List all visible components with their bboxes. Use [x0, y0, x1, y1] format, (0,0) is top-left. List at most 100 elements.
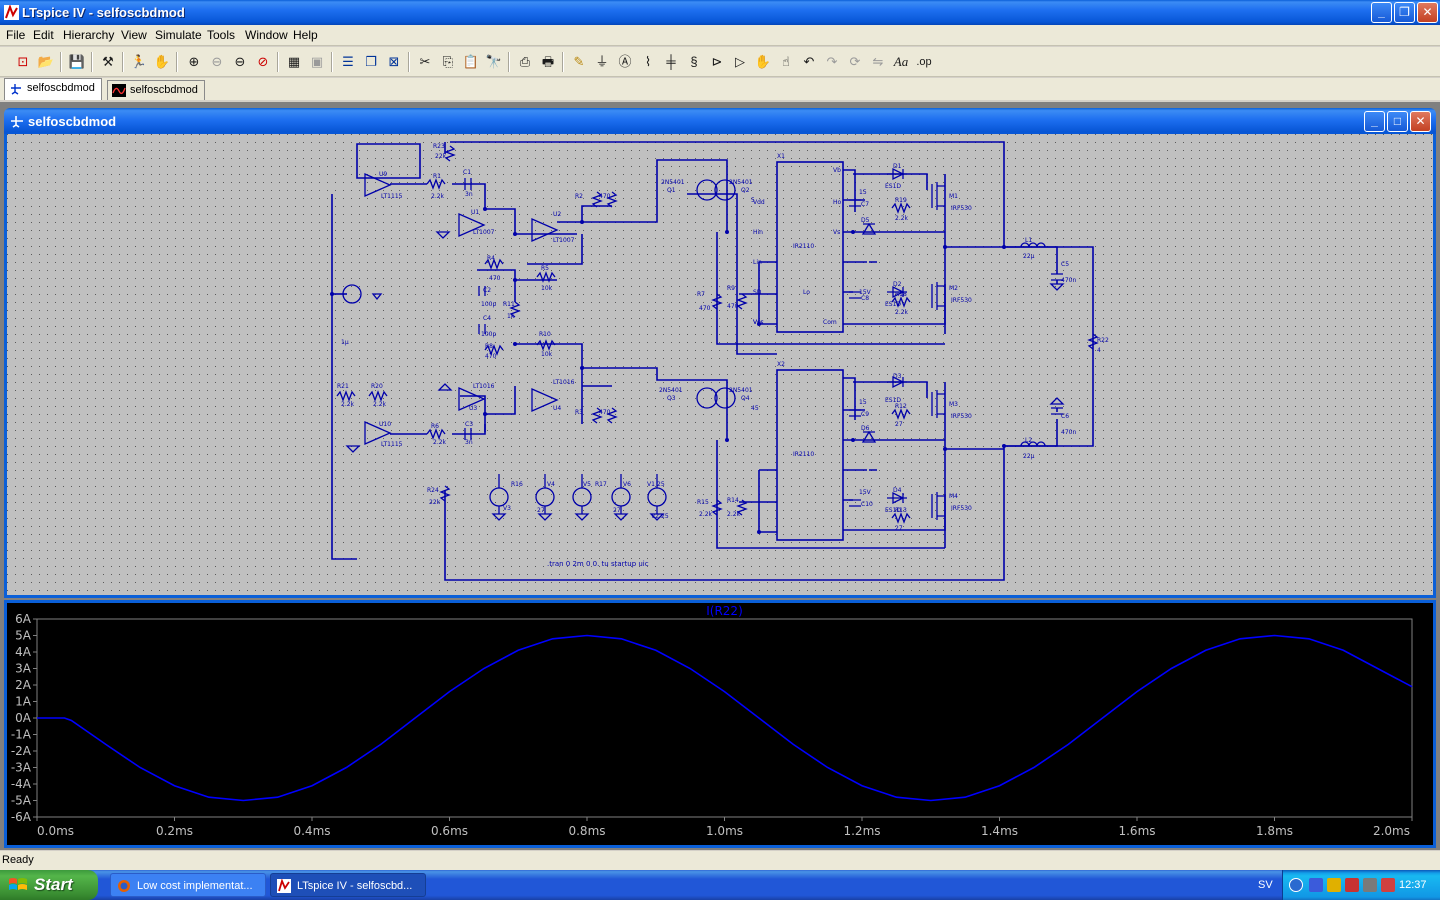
- menu-simulate[interactable]: Simulate: [155, 28, 202, 42]
- zoom-cancel-icon[interactable]: ⊘: [257, 54, 269, 69]
- label-net-icon[interactable]: Ⓐ: [618, 54, 632, 69]
- schematic-label: R23: [433, 143, 445, 150]
- control-panel-icon[interactable]: ⚒: [102, 54, 114, 69]
- clock: 12:37: [1399, 879, 1427, 891]
- inductor-icon[interactable]: §: [690, 54, 698, 69]
- taskbar-item-firefox[interactable]: Low cost implementat...: [110, 873, 266, 897]
- menu-tools[interactable]: Tools: [207, 28, 236, 42]
- menu-hierarchy[interactable]: Hierarchy: [63, 28, 115, 42]
- schematic-drawing[interactable]: X1X2IR2110IR2110VbHoVsVddHinLinVccLoSDVs…: [7, 134, 1433, 595]
- zoom-in-icon[interactable]: ⊕: [188, 54, 200, 69]
- run-icon[interactable]: 🏃: [130, 54, 148, 69]
- tab-waveform[interactable]: selfoscbdmod: [107, 80, 205, 100]
- new-schematic-icon[interactable]: ⊡: [17, 54, 29, 69]
- close-button[interactable]: ✕: [1417, 2, 1438, 23]
- schematic-label: 2N5401: [729, 387, 753, 394]
- child-minimize-button[interactable]: _: [1364, 111, 1385, 132]
- child-maximize-button[interactable]: □: [1387, 111, 1408, 132]
- waveform-chart[interactable]: I(R22)6A5A4A3A2A1A0A-1A-2A-3A-4A-5A-6A0.…: [7, 603, 1433, 845]
- schematic-label: 2.2k: [895, 215, 909, 222]
- halt-icon[interactable]: ✋: [153, 54, 171, 69]
- volume-icon[interactable]: [1381, 878, 1395, 892]
- window-titlebar[interactable]: LTspice IV - selfoscbdmod _ ❐ ✕: [0, 0, 1440, 25]
- zoom-out-small-icon[interactable]: ⊖: [211, 54, 223, 69]
- menu-edit[interactable]: Edit: [33, 28, 54, 42]
- menu-file[interactable]: File: [6, 28, 26, 42]
- capacitor-icon[interactable]: ╪: [666, 54, 676, 69]
- schematic-label: 2.2k: [431, 193, 445, 200]
- open-icon[interactable]: 📂: [37, 54, 55, 69]
- restore-button[interactable]: ❐: [1394, 2, 1415, 23]
- start-button[interactable]: Start: [0, 870, 98, 900]
- undo-icon[interactable]: ↶: [803, 54, 815, 69]
- cut-icon[interactable]: ✂: [419, 54, 431, 69]
- tab-schematic[interactable]: selfoscbdmod: [4, 78, 102, 100]
- rotate-icon[interactable]: ⟳: [849, 54, 861, 69]
- schematic-label: IRF530: [951, 297, 972, 304]
- schematic-label: R14: [727, 497, 739, 504]
- drag-icon[interactable]: ☝: [782, 54, 790, 69]
- schematic-label: 2N5401: [661, 179, 685, 186]
- x-tick-label: 1.2ms: [843, 824, 880, 838]
- bluetooth-icon[interactable]: [1309, 878, 1323, 892]
- menu-view[interactable]: View: [121, 28, 147, 42]
- save-icon[interactable]: 💾: [68, 54, 86, 69]
- taskbar-item-ltspice[interactable]: LTspice IV - selfoscbd...: [270, 873, 426, 897]
- close-all-icon[interactable]: ⊠: [388, 54, 400, 69]
- network-disconnected-icon[interactable]: [1345, 878, 1359, 892]
- menu-help[interactable]: Help: [293, 28, 318, 42]
- schematic-window-titlebar[interactable]: selfoscbdmod _ □ ✕: [4, 108, 1436, 134]
- y-tick-label: 1A: [15, 695, 32, 709]
- schematic-label: D3: [893, 373, 902, 380]
- ground-icon[interactable]: ⏚: [595, 54, 609, 69]
- copy-icon[interactable]: ⎘: [442, 54, 454, 69]
- schematic-label: R12: [895, 403, 907, 410]
- status-text: Ready: [2, 854, 34, 866]
- security-shield-icon[interactable]: [1327, 878, 1341, 892]
- find-icon[interactable]: 🔭: [485, 54, 503, 69]
- schematic-label: IR2110: [793, 243, 814, 250]
- resistor-icon[interactable]: ⌇: [644, 54, 652, 69]
- schematic-label: U1: [471, 209, 479, 216]
- schematic-label: R16: [511, 481, 523, 488]
- fit-icon[interactable]: ▣: [310, 54, 324, 69]
- schematic-label: 3n: [465, 191, 473, 198]
- component-icon[interactable]: ▷: [735, 54, 745, 69]
- language-indicator[interactable]: SV: [1258, 879, 1273, 891]
- spice-directive[interactable]: .tran 0 2m 0 0. tu startup uic: [547, 560, 649, 568]
- schematic-label: R17: [595, 481, 607, 488]
- redo-icon[interactable]: ↷: [826, 54, 838, 69]
- cascade-icon[interactable]: ❐: [365, 54, 377, 69]
- spice-directive-icon[interactable]: .op: [916, 56, 932, 68]
- autorange-icon[interactable]: ▦: [287, 54, 301, 69]
- schematic-label: U9: [379, 171, 387, 178]
- network-icon[interactable]: [1363, 878, 1377, 892]
- waveform-icon: [112, 84, 126, 97]
- tray-collapse-icon[interactable]: [1289, 878, 1303, 892]
- y-tick-label: 3A: [15, 662, 32, 676]
- minimize-button[interactable]: _: [1371, 2, 1392, 23]
- child-close-button[interactable]: ✕: [1410, 111, 1431, 132]
- schematic-label: 100p: [481, 331, 496, 338]
- tile-horizontal-icon[interactable]: ☰: [342, 54, 354, 69]
- series-line-i-r22: [37, 634, 1413, 802]
- print-icon[interactable]: 🖶: [541, 54, 555, 69]
- schematic-label: 10k: [541, 285, 553, 292]
- text-icon[interactable]: Aa: [893, 54, 909, 69]
- diode-icon[interactable]: ⊳: [711, 54, 723, 69]
- zoom-out-icon[interactable]: ⊖: [234, 54, 246, 69]
- print-setup-icon[interactable]: ⎙: [519, 54, 531, 69]
- schematic-label: 2.2k: [341, 401, 355, 408]
- paste-icon[interactable]: 📋: [462, 54, 480, 69]
- schematic-label: X2: [777, 361, 785, 368]
- move-icon[interactable]: ✋: [754, 54, 772, 69]
- menu-window[interactable]: Window: [245, 28, 288, 42]
- schematic-label: 25: [657, 481, 665, 488]
- draw-wire-icon[interactable]: ✎: [573, 54, 585, 69]
- schematic-label: C3: [465, 421, 473, 428]
- schematic-label: R4: [487, 255, 495, 262]
- mirror-icon[interactable]: ⇋: [872, 54, 884, 69]
- schematic-label: 2N5401: [659, 387, 683, 394]
